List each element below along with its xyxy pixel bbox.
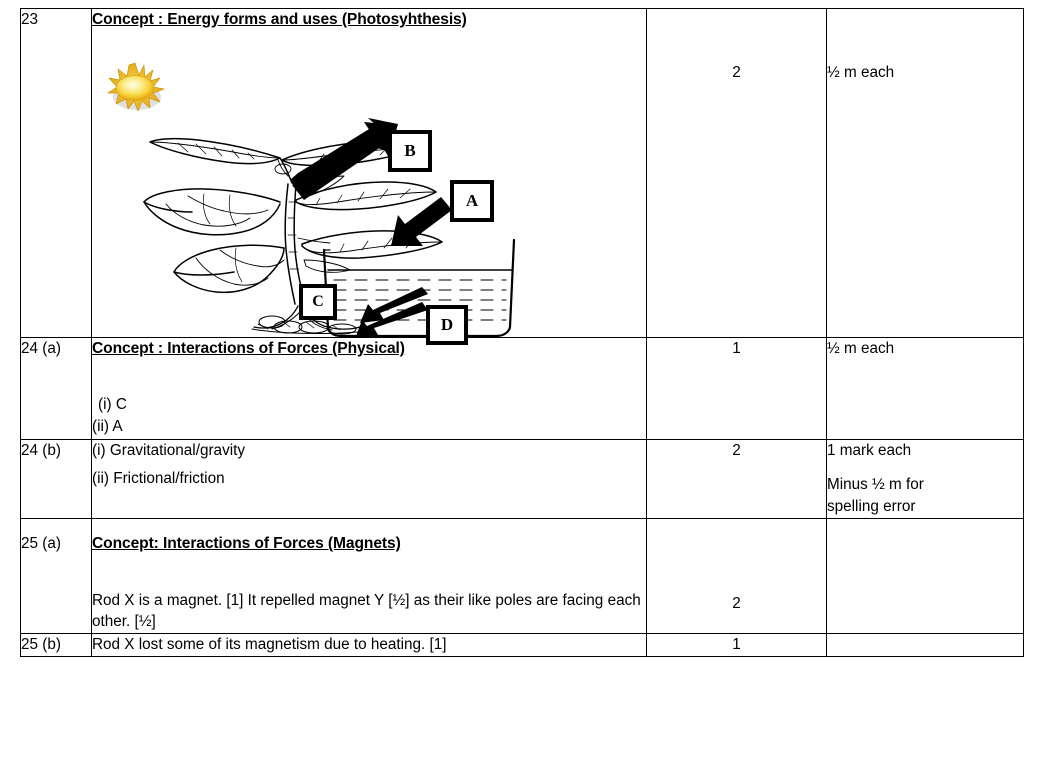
table-row: 24 (b) (i) Gravitational/gravity (ii) Fr…: [20, 438, 1024, 520]
remarks-cell: ½ m each: [826, 8, 1024, 338]
remarks-cell: ½ m each: [826, 336, 1024, 440]
diagram-label-a: A: [450, 179, 494, 222]
question-number: 25 (a): [21, 535, 61, 553]
marks-cell: 2: [646, 518, 827, 635]
spacer: [827, 462, 1023, 474]
spacer: [92, 556, 646, 590]
marks-value: 2: [732, 64, 741, 81]
question-number-cell: 23: [20, 8, 92, 338]
remarks-cell: 1 mark each Minus ½ m for spelling error: [826, 438, 1024, 520]
answer-line: (ii) Frictional/friction: [92, 470, 225, 488]
question-number: 24 (b): [21, 441, 61, 459]
sun-icon: [107, 62, 165, 111]
marking-scheme-table: 23 Concept : Energy forms and uses (Phot…: [20, 8, 1024, 658]
question-number: 23: [21, 11, 39, 28]
answer-line: Rod X lost some of its magnetism due to …: [92, 636, 447, 654]
marks-cell: 1: [646, 633, 827, 658]
marks-cell: 2: [646, 438, 827, 520]
answer-cell: Concept : Interactions of Forces (Physic…: [91, 336, 647, 440]
remarks-line: Minus ½ m for spelling error: [827, 475, 924, 515]
remarks-line: 1 mark each: [827, 441, 912, 459]
plant-in-water-labelled-diagram: B A C D: [92, 32, 627, 345]
question-number-cell: 24 (b): [20, 438, 92, 520]
answer-line: (ii) A: [92, 418, 123, 436]
answer-line: (i) C: [98, 396, 127, 414]
question-number-cell: 25 (a): [20, 518, 92, 635]
remarks-line: ½ m each: [827, 64, 895, 81]
concept-heading: Concept : Energy forms and uses (Photosy…: [92, 11, 467, 28]
diagram-label-d: D: [426, 304, 468, 345]
question-number: 25 (b): [21, 636, 61, 654]
table-row: 25 (b) Rod X lost some of its magnetism …: [20, 633, 1024, 658]
table-row: 24 (a) Concept : Interactions of Forces …: [20, 336, 1024, 440]
marks-value: 1: [732, 339, 741, 357]
question-number-cell: 25 (b): [20, 633, 92, 658]
answer-cell: (i) Gravitational/gravity (ii) Frictiona…: [91, 438, 647, 520]
marks-value: 1: [732, 636, 741, 654]
concept-heading: Concept: Interactions of Forces (Magnets…: [92, 535, 401, 553]
answer-line: Rod X is a magnet. [1] It repelled magne…: [92, 591, 641, 631]
marks-cell: 2: [646, 8, 827, 338]
table-row: 23 Concept : Energy forms and uses (Phot…: [20, 8, 1024, 345]
marks-value: 2: [732, 595, 741, 613]
table-row: 25 (a) Concept: Interactions of Forces (…: [20, 518, 1024, 635]
remarks-cell: [826, 633, 1024, 658]
remarks-cell: [826, 518, 1024, 635]
diagram-label-b: B: [388, 129, 432, 172]
concept-heading: Concept : Interactions of Forces (Physic…: [92, 339, 405, 357]
remarks-line: ½ m each: [827, 339, 895, 357]
question-number-cell: 24 (a): [20, 336, 92, 440]
answer-cell: Concept : Energy forms and uses (Photosy…: [91, 8, 647, 345]
answer-line: (i) Gravitational/gravity: [92, 441, 246, 459]
diagram-label-c: C: [299, 283, 337, 320]
plant-line-drawing: [143, 117, 516, 337]
marks-value: 2: [732, 441, 741, 459]
marks-cell: 1: [646, 336, 827, 440]
answer-cell: Concept: Interactions of Forces (Magnets…: [91, 518, 647, 635]
question-number: 24 (a): [21, 339, 61, 357]
spacer: [92, 360, 646, 394]
answer-cell: Rod X lost some of its magnetism due to …: [91, 633, 647, 658]
